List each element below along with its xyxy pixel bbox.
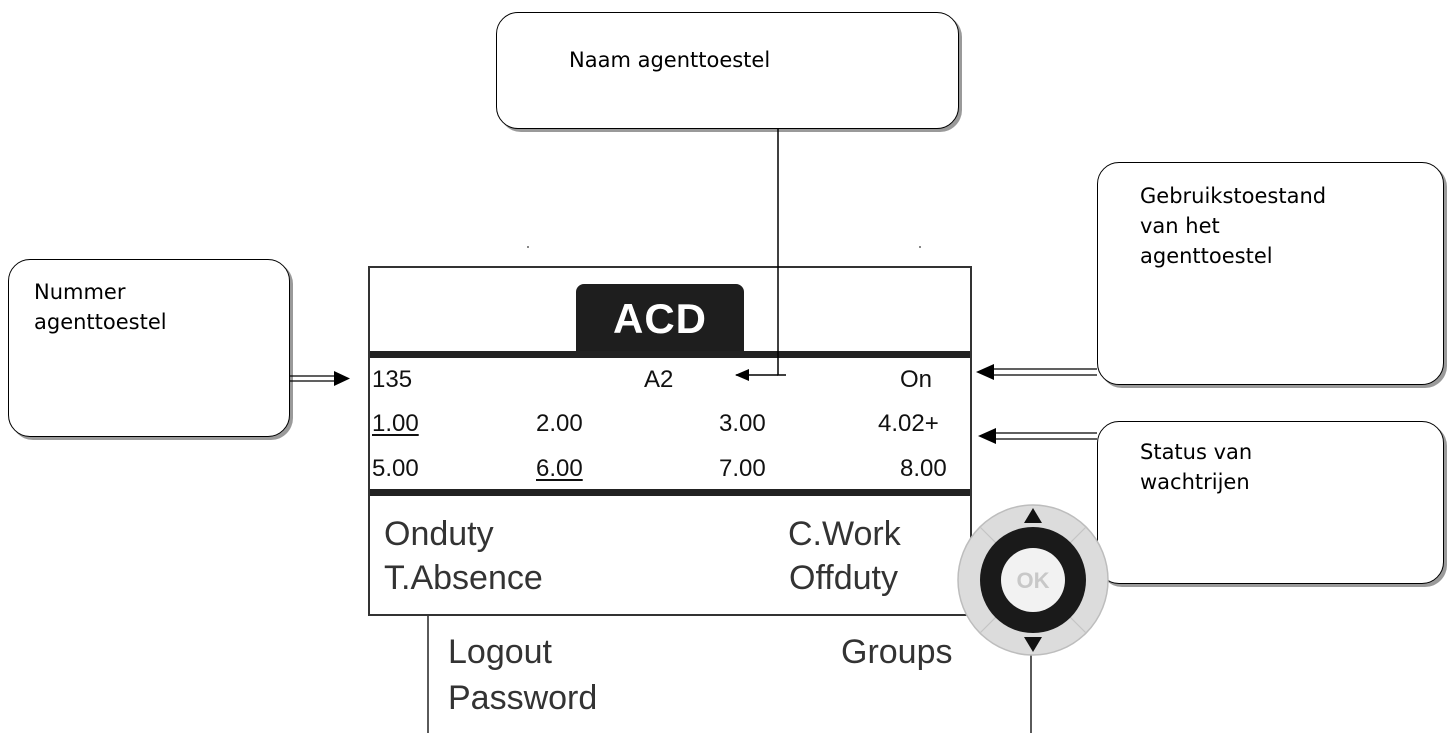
callout-text: agenttoestel (1140, 244, 1273, 268)
menu-logout[interactable]: Logout (448, 633, 552, 671)
callout-gebruikstoestand: Gebruikstoestand van het agenttoestel (1097, 162, 1444, 385)
queue-3: 3.00 (719, 410, 766, 437)
agent-name: A2 (644, 366, 674, 393)
phone-display: ACD 135 A2 On 1.00 2.00 3.00 4.02+ 5.00 … (368, 266, 972, 616)
queue-8: 8.00 (900, 455, 947, 482)
decor-dot (527, 246, 529, 248)
acd-tab[interactable]: ACD (576, 284, 744, 353)
status-arrow (978, 428, 1097, 444)
ok-navigator[interactable] (957, 504, 1109, 656)
callout-status-wachtrijen: Status van wachtrijen (1097, 421, 1444, 584)
queue-6: 6.00 (536, 455, 583, 482)
divider-bottom (370, 489, 970, 496)
queue-7: 7.00 (719, 455, 766, 482)
queue-2: 2.00 (536, 410, 583, 437)
callout-text: Nummer (34, 280, 126, 304)
nav-down-arrow-icon (1024, 637, 1042, 652)
decor-dot (919, 246, 921, 248)
callout-text: Naam agenttoestel (569, 48, 771, 72)
callout-text: Status van (1140, 440, 1253, 464)
queue-1: 1.00 (372, 410, 419, 437)
callout-naam-agenttoestel: Naam agenttoestel (496, 12, 959, 129)
naam-connector-line (777, 129, 786, 376)
menu-password[interactable]: Password (448, 679, 598, 717)
queue-4: 4.02+ (878, 410, 939, 437)
menu-cwork[interactable]: C.Work (788, 515, 901, 553)
ok-label: OK (1017, 568, 1050, 593)
nummer-arrow (290, 371, 350, 386)
queue-5: 5.00 (372, 455, 419, 482)
callout-text: agenttoestel (34, 310, 167, 334)
callout-text: wachtrijen (1140, 470, 1250, 494)
nav-up-arrow-icon (1024, 508, 1042, 523)
gebruik-arrow (976, 364, 1097, 380)
menu-tabsence[interactable]: T.Absence (384, 559, 543, 597)
divider-top (370, 351, 970, 358)
callout-text: Gebruikstoestand (1140, 184, 1327, 208)
agent-number: 135 (372, 366, 413, 393)
callout-nummer-agenttoestel: Nummer agenttoestel (8, 259, 290, 437)
menu-offduty[interactable]: Offduty (789, 559, 898, 597)
callout-text: van het (1140, 214, 1220, 238)
menu-onduty[interactable]: Onduty (384, 515, 494, 553)
menu-groups[interactable]: Groups (841, 633, 953, 671)
agent-state: On (900, 366, 933, 393)
